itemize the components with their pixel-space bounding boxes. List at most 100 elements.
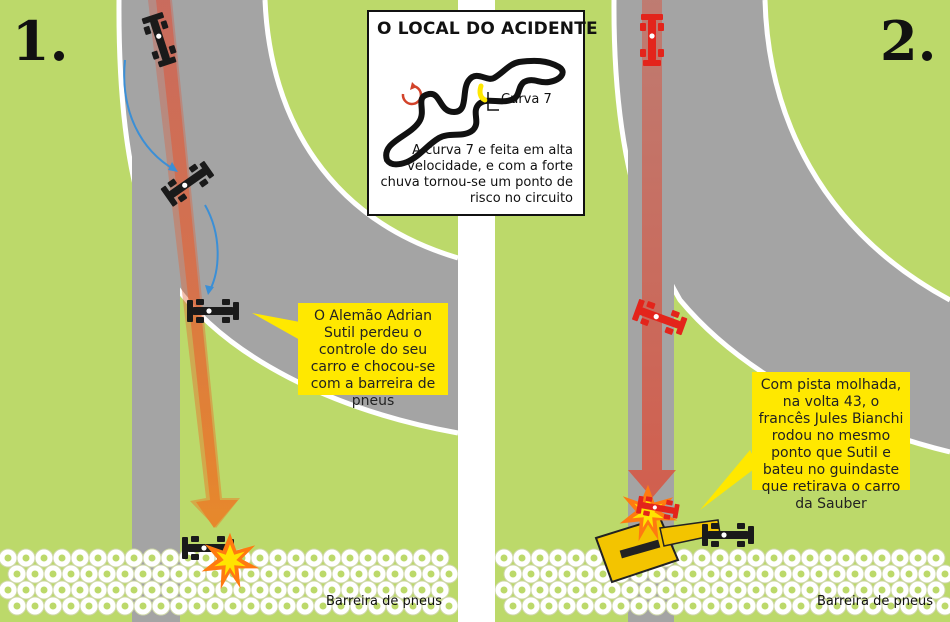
tyre — [412, 548, 432, 568]
barrier-label-1: Barreira de pneus — [326, 594, 442, 609]
tyre — [88, 548, 108, 568]
tyre — [250, 548, 270, 568]
tyre — [764, 548, 784, 568]
tyre — [629, 596, 649, 616]
tyre — [277, 596, 297, 616]
tyre — [746, 548, 766, 568]
tyre — [322, 548, 342, 568]
tyre — [16, 580, 36, 600]
tyre — [115, 564, 135, 584]
circuit-map — [383, 57, 566, 168]
tyre — [593, 596, 613, 616]
tyre — [800, 548, 820, 568]
tyre — [926, 548, 946, 568]
tyre — [358, 548, 378, 568]
tyre — [683, 564, 703, 584]
tyre — [737, 564, 757, 584]
tyre — [7, 596, 27, 616]
tyre — [430, 548, 450, 568]
tyre — [503, 564, 523, 584]
tyre — [755, 596, 775, 616]
tyre — [566, 548, 586, 568]
curve-label: Curva 7 — [501, 92, 552, 107]
tyre — [124, 580, 144, 600]
tyre — [61, 596, 81, 616]
tyre — [827, 564, 847, 584]
tyre — [133, 564, 153, 584]
tyre — [52, 548, 72, 568]
tyre — [61, 564, 81, 584]
sutil-callout: O Alemão Adrian Sutil perdeu o controle … — [298, 303, 448, 409]
tyre — [881, 564, 901, 584]
tyre — [25, 596, 45, 616]
tyre — [286, 548, 306, 568]
tyre — [539, 564, 559, 584]
tyre — [79, 564, 99, 584]
tyre — [241, 596, 261, 616]
tyre — [530, 580, 550, 600]
tyre — [34, 580, 54, 600]
tyre — [521, 564, 541, 584]
tyre — [313, 564, 333, 584]
tyre — [205, 596, 225, 616]
tyre — [79, 596, 99, 616]
tyre — [340, 548, 360, 568]
tyre — [665, 564, 685, 584]
tyre — [151, 564, 171, 584]
tyre — [232, 580, 252, 600]
tyre — [512, 548, 532, 568]
tyre — [872, 548, 892, 568]
tyre — [755, 564, 775, 584]
tyre — [728, 580, 748, 600]
tyre — [719, 564, 739, 584]
tyre — [142, 580, 162, 600]
tyre — [187, 596, 207, 616]
tyre — [214, 580, 234, 600]
tyre — [268, 580, 288, 600]
tyre — [566, 580, 586, 600]
tyre — [295, 564, 315, 584]
tyre — [908, 548, 928, 568]
tyre — [917, 564, 937, 584]
tyre — [836, 548, 856, 568]
panel-1-number: 1. — [12, 9, 69, 73]
tyre — [548, 548, 568, 568]
inset-description: A curva 7 e feita em alta velocidade, e … — [380, 143, 573, 206]
tyre — [367, 564, 387, 584]
tyre — [70, 548, 90, 568]
tyre — [268, 548, 288, 568]
tyre — [710, 580, 730, 600]
tyre — [890, 548, 910, 568]
tyre — [557, 564, 577, 584]
tyre — [385, 564, 405, 584]
tyre — [286, 580, 306, 600]
tyre — [223, 596, 243, 616]
tyre — [719, 596, 739, 616]
tyre — [935, 596, 950, 616]
tyre — [187, 564, 207, 584]
tyre — [160, 580, 180, 600]
tyre — [557, 596, 577, 616]
tyre — [620, 580, 640, 600]
tyre — [169, 564, 189, 584]
tyre — [782, 548, 802, 568]
tyre — [70, 580, 90, 600]
tyre — [674, 580, 694, 600]
tyre — [521, 596, 541, 616]
tyre — [530, 548, 550, 568]
tyre — [503, 596, 523, 616]
bianchi-callout: Com pista molhada, na volta 43, o francê… — [752, 372, 910, 512]
tyre — [494, 548, 514, 568]
tyre — [0, 580, 18, 600]
tyre — [160, 548, 180, 568]
tyre — [791, 564, 811, 584]
tyre — [169, 596, 189, 616]
tyre — [97, 596, 117, 616]
tyre — [692, 580, 712, 600]
tyre — [196, 580, 216, 600]
barrier-label-2: Barreira de pneus — [817, 594, 933, 609]
tyre — [854, 548, 874, 568]
tyre — [575, 564, 595, 584]
tyre — [494, 580, 514, 600]
tyre — [692, 548, 712, 568]
